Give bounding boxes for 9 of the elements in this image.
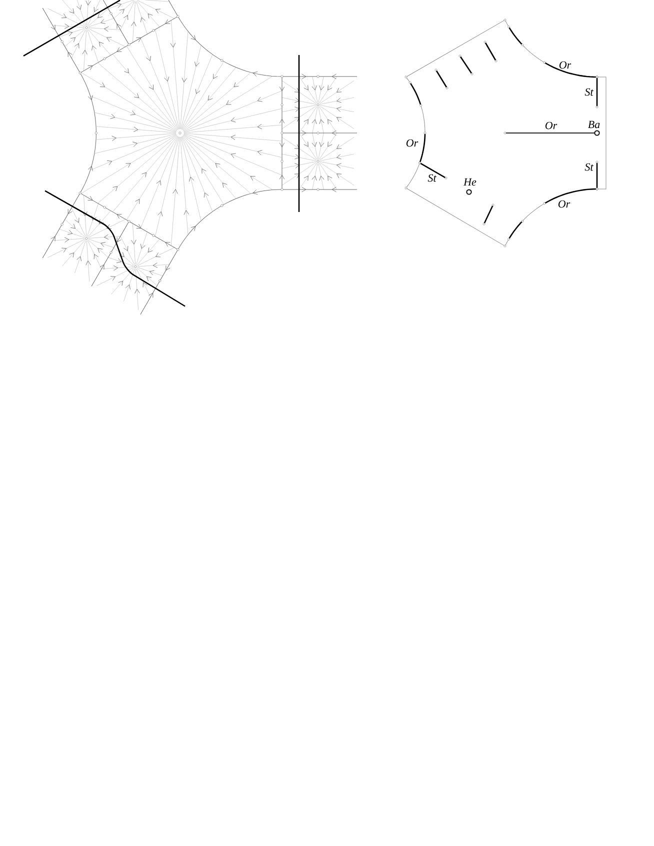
- segment-label: Or: [558, 200, 570, 208]
- point-label: He: [463, 178, 476, 186]
- segment-label: St: [584, 163, 594, 171]
- point-label: Ba: [588, 120, 600, 128]
- segment-label: St: [428, 174, 436, 182]
- segment-label: Or: [406, 139, 418, 147]
- segment-label: Or: [559, 61, 572, 69]
- segment-label: Or: [545, 122, 558, 130]
- segment-label: St: [584, 88, 594, 96]
